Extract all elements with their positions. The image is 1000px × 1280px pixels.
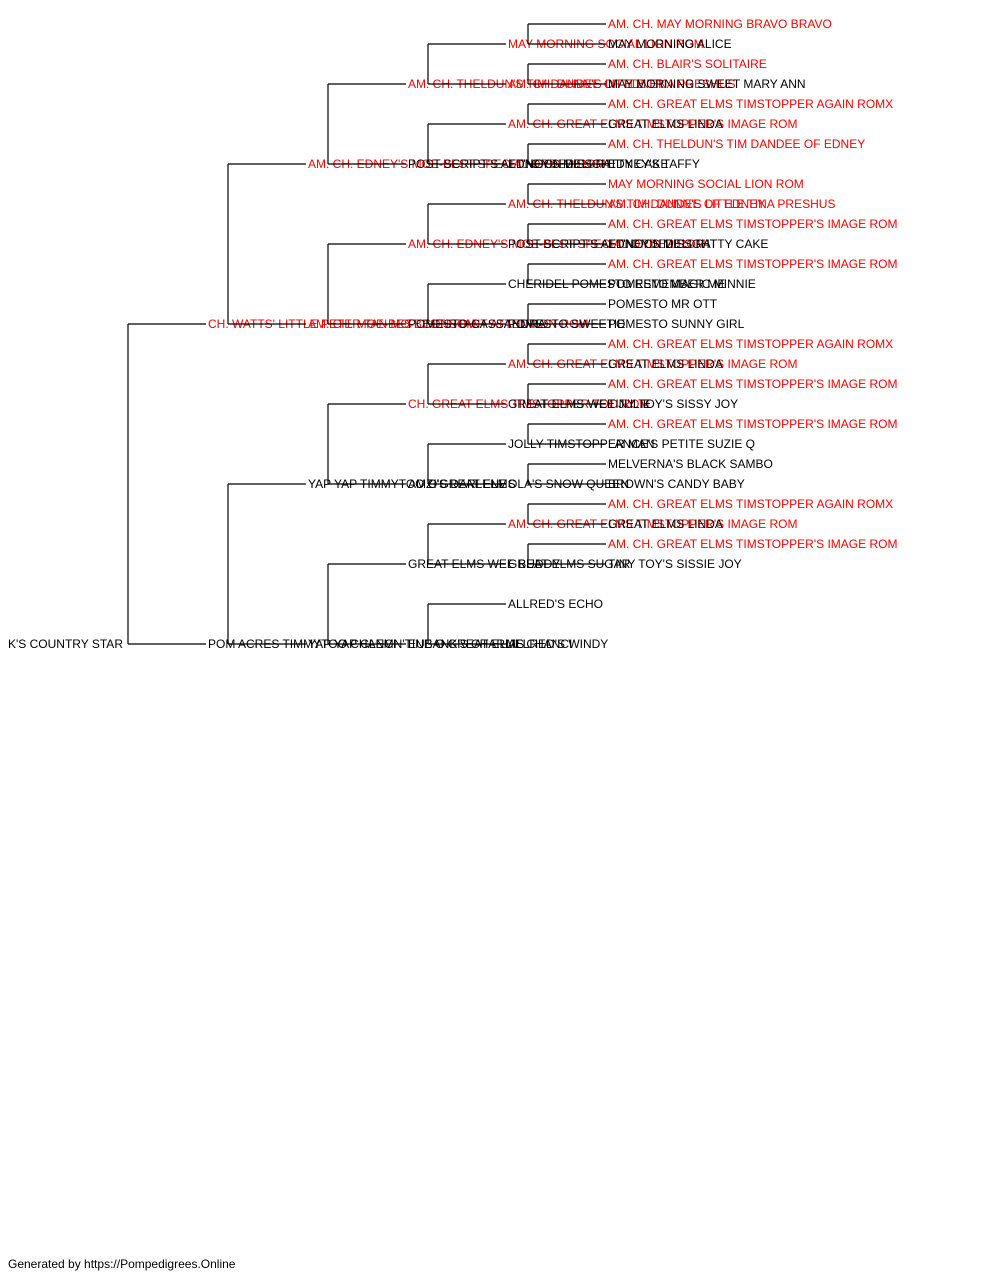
ancestor-name: POST SCRIPT'S AFT'NOON DELIGHT bbox=[408, 157, 618, 171]
ancestor-name: AM. CH. GREAT ELMS TIMSTOPPER'S IMAGE RO… bbox=[508, 517, 797, 531]
ancestor-name: POMESTO SUNNY GIRL bbox=[608, 317, 745, 331]
ancestor-name: MAY MORNING ALICE bbox=[608, 37, 732, 51]
ancestor-name: GREAT ELMS LINDA bbox=[608, 357, 723, 371]
ancestor-name: AM. CH. GREAT ELMS TIMSTOPPER'S IMAGE RO… bbox=[608, 417, 897, 431]
ancestor-name: AM. CH. GREAT ELMS TIMSTOPPER'S IMAGE RO… bbox=[608, 257, 897, 271]
ancestor-name: POMESTO MR OTT bbox=[608, 297, 718, 311]
ancestor-name: TINY TOY'S SISSY JOY bbox=[608, 397, 738, 411]
ancestor-name: AM. CH. DUNN'S LITTLE TINA PRESHUS bbox=[608, 197, 835, 211]
ancestor-name: AM. CH. THELDUN'S TIM DANDEE OF EDNEY bbox=[508, 197, 765, 211]
ancestor-name: BROWN'S CANDY BABY bbox=[608, 477, 745, 491]
ancestor-name: YAP YAP CLEMN'TINE O GREAT ELMS bbox=[308, 637, 524, 651]
ancestor-name: POMESTO MAGIC MINNIE bbox=[608, 277, 756, 291]
ancestor-name: AM. CH. BLAIR'S SOLITAIRE bbox=[608, 57, 767, 71]
ancestor-name: AM. CH. GREAT ELMS TIMSTOPPER AGAIN ROMX bbox=[608, 337, 893, 351]
ancestor-name: CHERIDEL POMESTO REMEMBER ME bbox=[508, 277, 725, 291]
ancestor-name: AM. CH. DUNN'S LITTLE TINA PRESHUS bbox=[508, 77, 735, 91]
ancestor-name: LANCE'S PETITE SUZIE Q bbox=[608, 437, 755, 451]
ancestor-name: ALLRED'S ECHO bbox=[508, 597, 603, 611]
ancestor-name: AM. CH. THELDUN'S TIM DANDEE OF EDNEY bbox=[608, 137, 865, 151]
ancestor-name: EDNEY'S MISS PATTY CAKE bbox=[608, 237, 768, 251]
ancestor-name: AM. CH. GREAT ELMS TIMSTOPPER AGAIN ROMX bbox=[608, 97, 893, 111]
ancestor-name: ALLRED'S WINDY bbox=[508, 637, 608, 651]
ancestor-name: AM. CH. GREAT ELMS TIMSTOPPER'S IMAGE RO… bbox=[508, 357, 797, 371]
ancestor-name: AM. CH. GREAT ELMS TIMSTOPPER'S IMAGE RO… bbox=[508, 117, 797, 131]
footer-credit: Generated by https://Pompedigrees.Online bbox=[8, 1257, 236, 1271]
ancestor-name: YAP YAP TIMMYTOO O'GREAT ELMS bbox=[308, 477, 516, 491]
subject-dog-name: K'S COUNTRY STAR bbox=[8, 637, 123, 651]
ancestor-name: MAY MORNING SWEET MARY ANN bbox=[608, 77, 806, 91]
ancestor-name: MAY MORNING SOCIAL LION ROM bbox=[608, 177, 804, 191]
ancestor-name: AM. CH. GREAT ELMS TIMSTOPPER AGAIN ROMX bbox=[608, 497, 893, 511]
ancestor-name: TINY TOY'S SISSIE JOY bbox=[608, 557, 742, 571]
ancestor-name: AM. CH. MAY MORNING BRAVO BRAVO bbox=[608, 17, 832, 31]
ancestor-name: GREAT ELMS LINDA bbox=[608, 517, 723, 531]
ancestor-name: EDNEY'S TAFFY bbox=[608, 157, 700, 171]
ancestor-name: AM. CH. GREAT ELMS TIMSTOPPER'S IMAGE RO… bbox=[608, 537, 897, 551]
ancestor-name: AM. CH. GREAT ELMS TIMSTOPPER'S IMAGE RO… bbox=[608, 377, 897, 391]
ancestor-name: GREAT ELMS LINDA bbox=[608, 117, 723, 131]
ancestor-name: MELVERNA'S BLACK SAMBO bbox=[608, 457, 773, 471]
ancestor-name: AM. CH. GREAT ELMS TIMSTOPPER'S IMAGE RO… bbox=[608, 217, 897, 231]
ancestor-name: POST SCRIPT'S AFT'NOON DELIGHT bbox=[508, 237, 718, 251]
